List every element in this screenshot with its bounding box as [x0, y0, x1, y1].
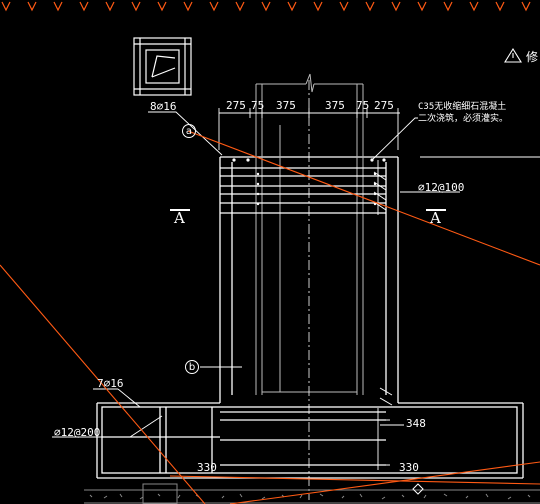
concrete-note-line1: C35无收缩细石混凝土: [418, 102, 507, 112]
rebar-base-side-label: ⌀12@200: [54, 426, 101, 439]
section-label-left: A: [174, 209, 185, 227]
dim-label-5: 75: [356, 99, 370, 112]
snap-marker-icon: [412, 483, 424, 495]
section-label-right: A: [430, 209, 441, 227]
top-ruler: [1, 1, 531, 12]
orange-overlay-lines: [0, 130, 540, 504]
dim-label-bottom-right: 330: [399, 461, 419, 474]
foundation: [96, 402, 524, 479]
marker-a: a: [182, 124, 196, 138]
dim-label-4: 375: [325, 99, 345, 112]
dim-label-right-side: 348: [406, 417, 426, 430]
dim-label-bottom-left: 330: [197, 461, 217, 474]
column-section-icon: [133, 37, 192, 96]
dim-label-3: 375: [276, 99, 296, 112]
ground-hatch: [84, 483, 540, 504]
marker-b: b: [185, 360, 199, 374]
warning-text: 修: [526, 50, 539, 64]
column-outline: [219, 156, 399, 403]
leader-lines: [52, 111, 540, 438]
warning-triangle-icon: [504, 47, 522, 63]
dim-label-2: 75: [251, 99, 265, 112]
rebar-base-top-label: 7⌀16: [97, 377, 124, 390]
dim-label-1: 275: [226, 99, 246, 112]
column-stirrups: [220, 167, 386, 214]
steel-column: [255, 73, 364, 395]
side-dimension-ticks: [372, 160, 393, 470]
top-dimension-line: [218, 108, 400, 150]
rebar-top-label: 8⌀16: [150, 100, 177, 113]
rebar-side-label: ⌀12@100: [418, 181, 465, 194]
dim-label-6: 275: [374, 99, 394, 112]
concrete-note-line2: 二次浇筑，必须灌实。: [418, 114, 509, 124]
